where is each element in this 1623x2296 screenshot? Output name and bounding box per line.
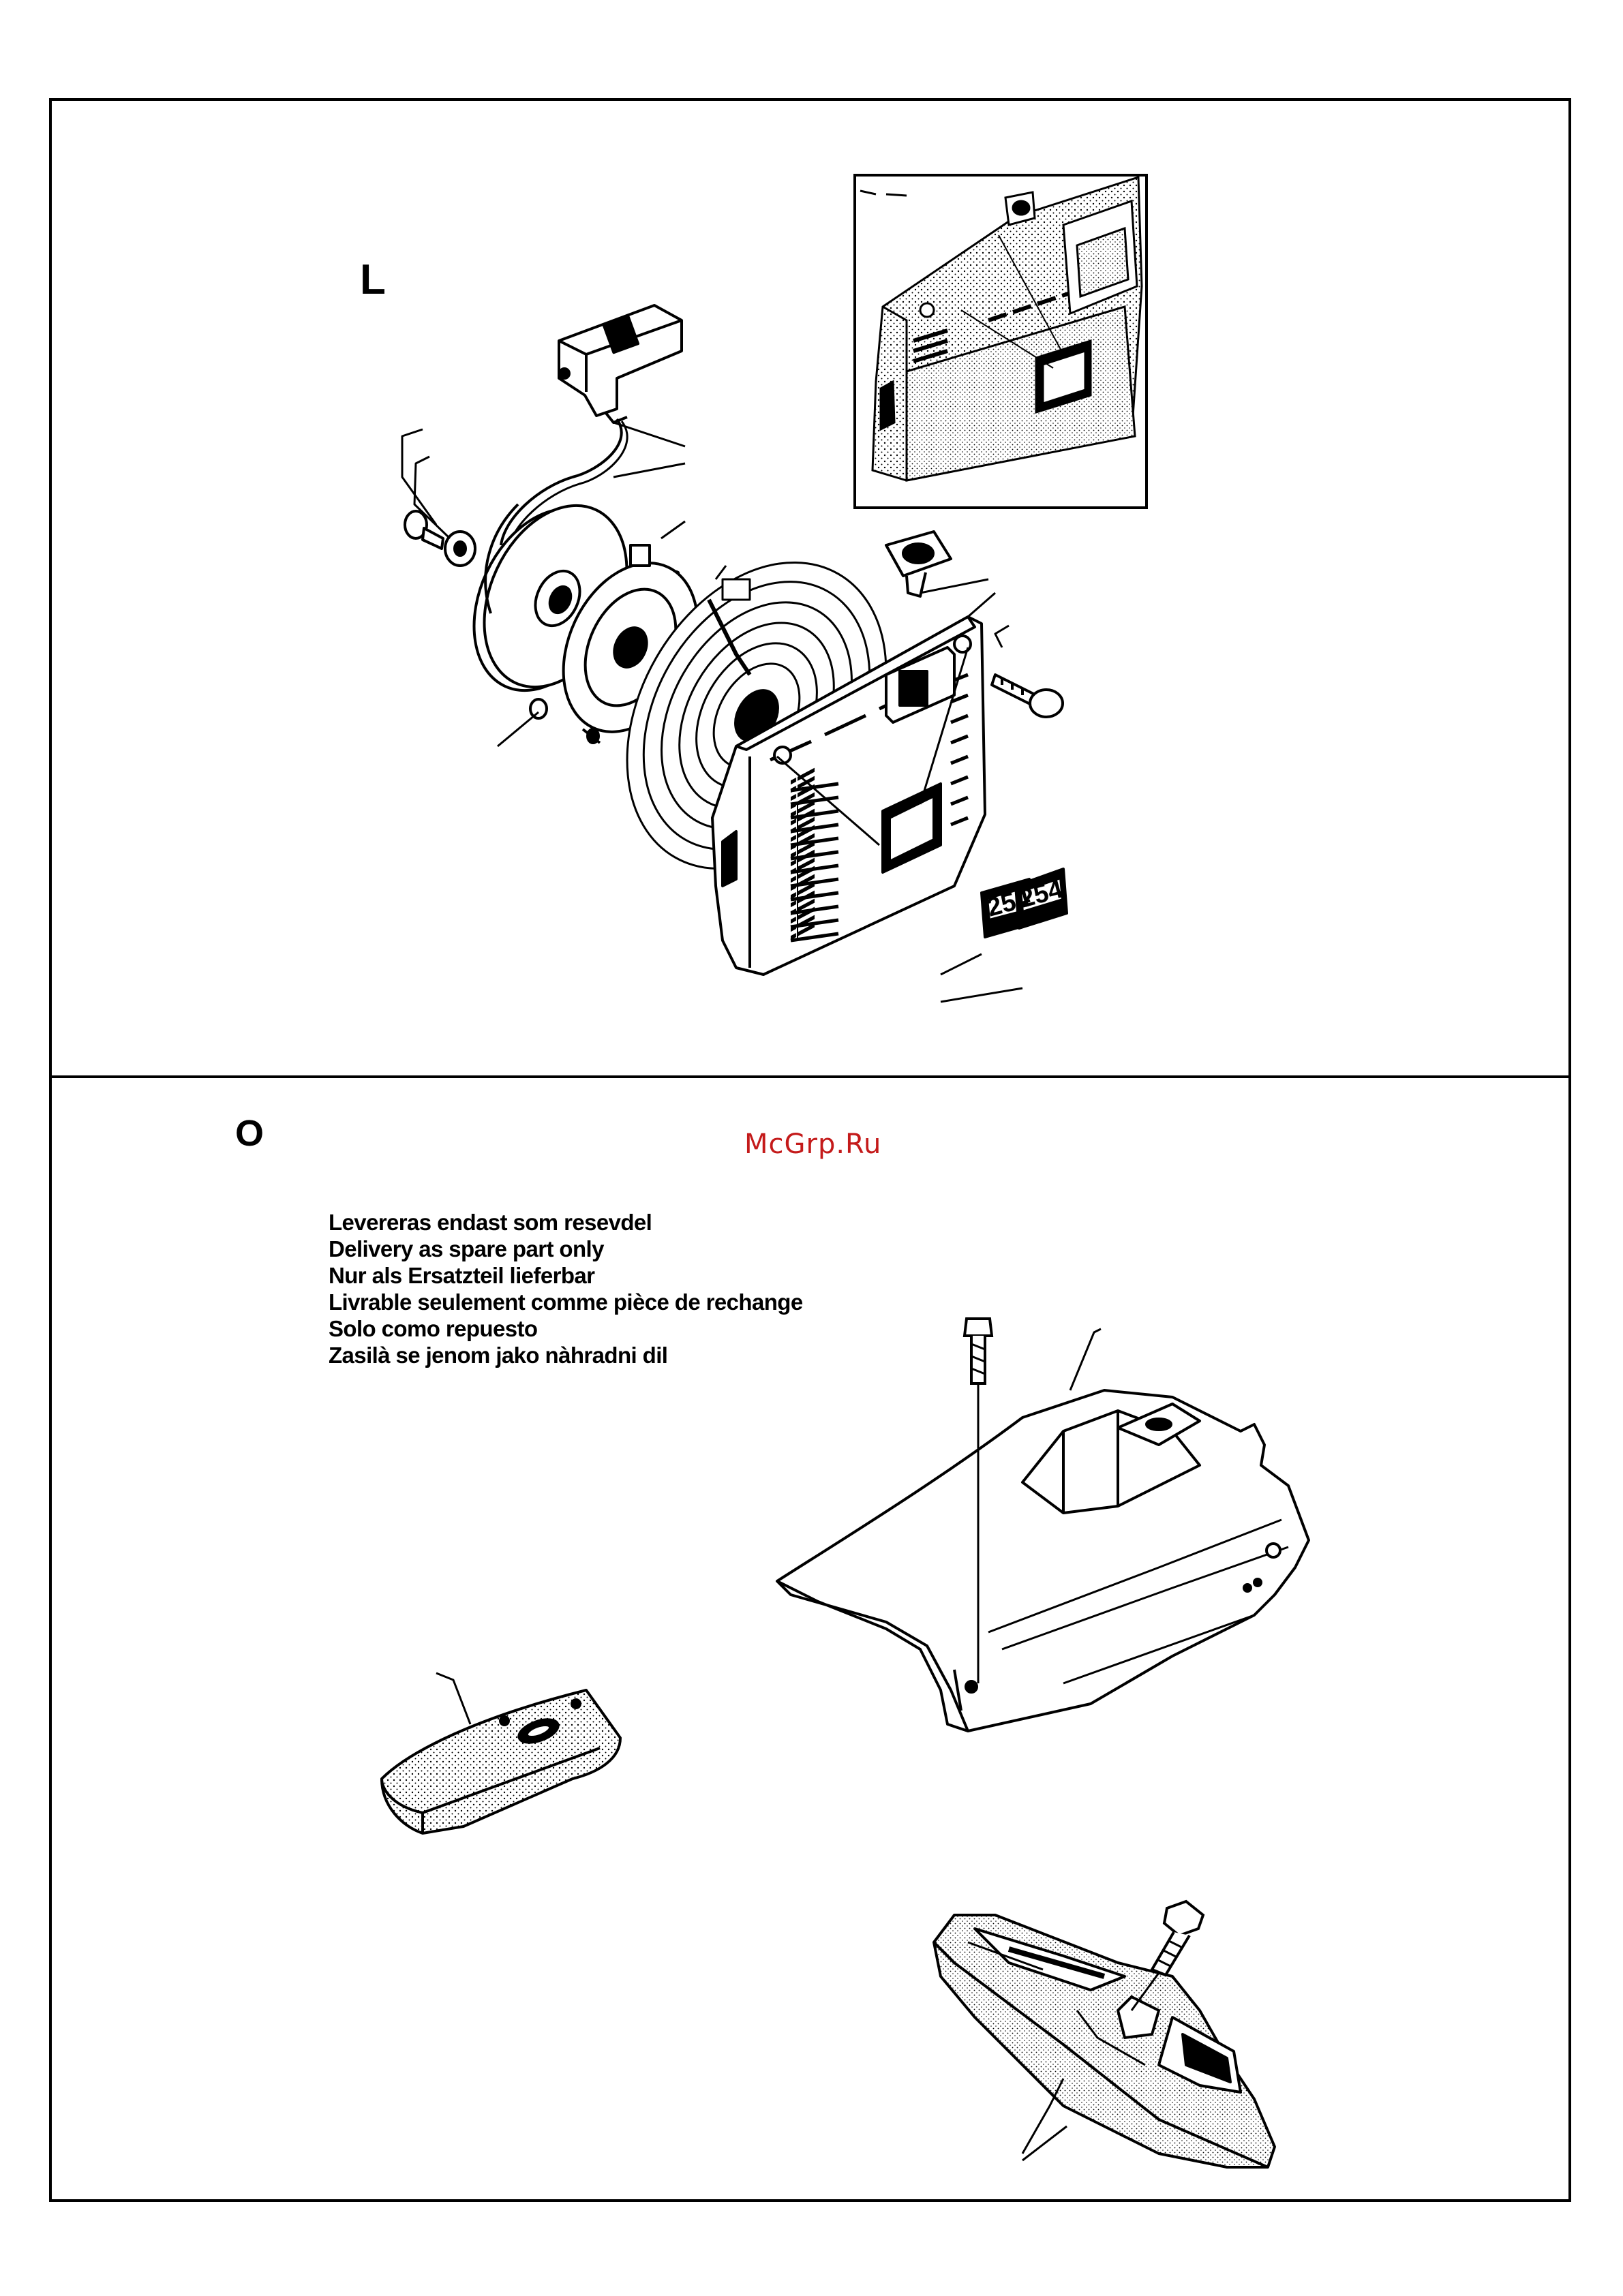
housing-cap (886, 532, 951, 596)
clutch-cover (934, 1915, 1275, 2167)
cylinder-cover (777, 1390, 1309, 1731)
pulley-bolt (405, 511, 475, 566)
air-filter (382, 1673, 620, 1833)
cassette-screw (530, 699, 547, 718)
housing-bolt (992, 675, 1063, 717)
starter-handle (559, 305, 682, 423)
inset-housing-detail (860, 177, 1142, 480)
